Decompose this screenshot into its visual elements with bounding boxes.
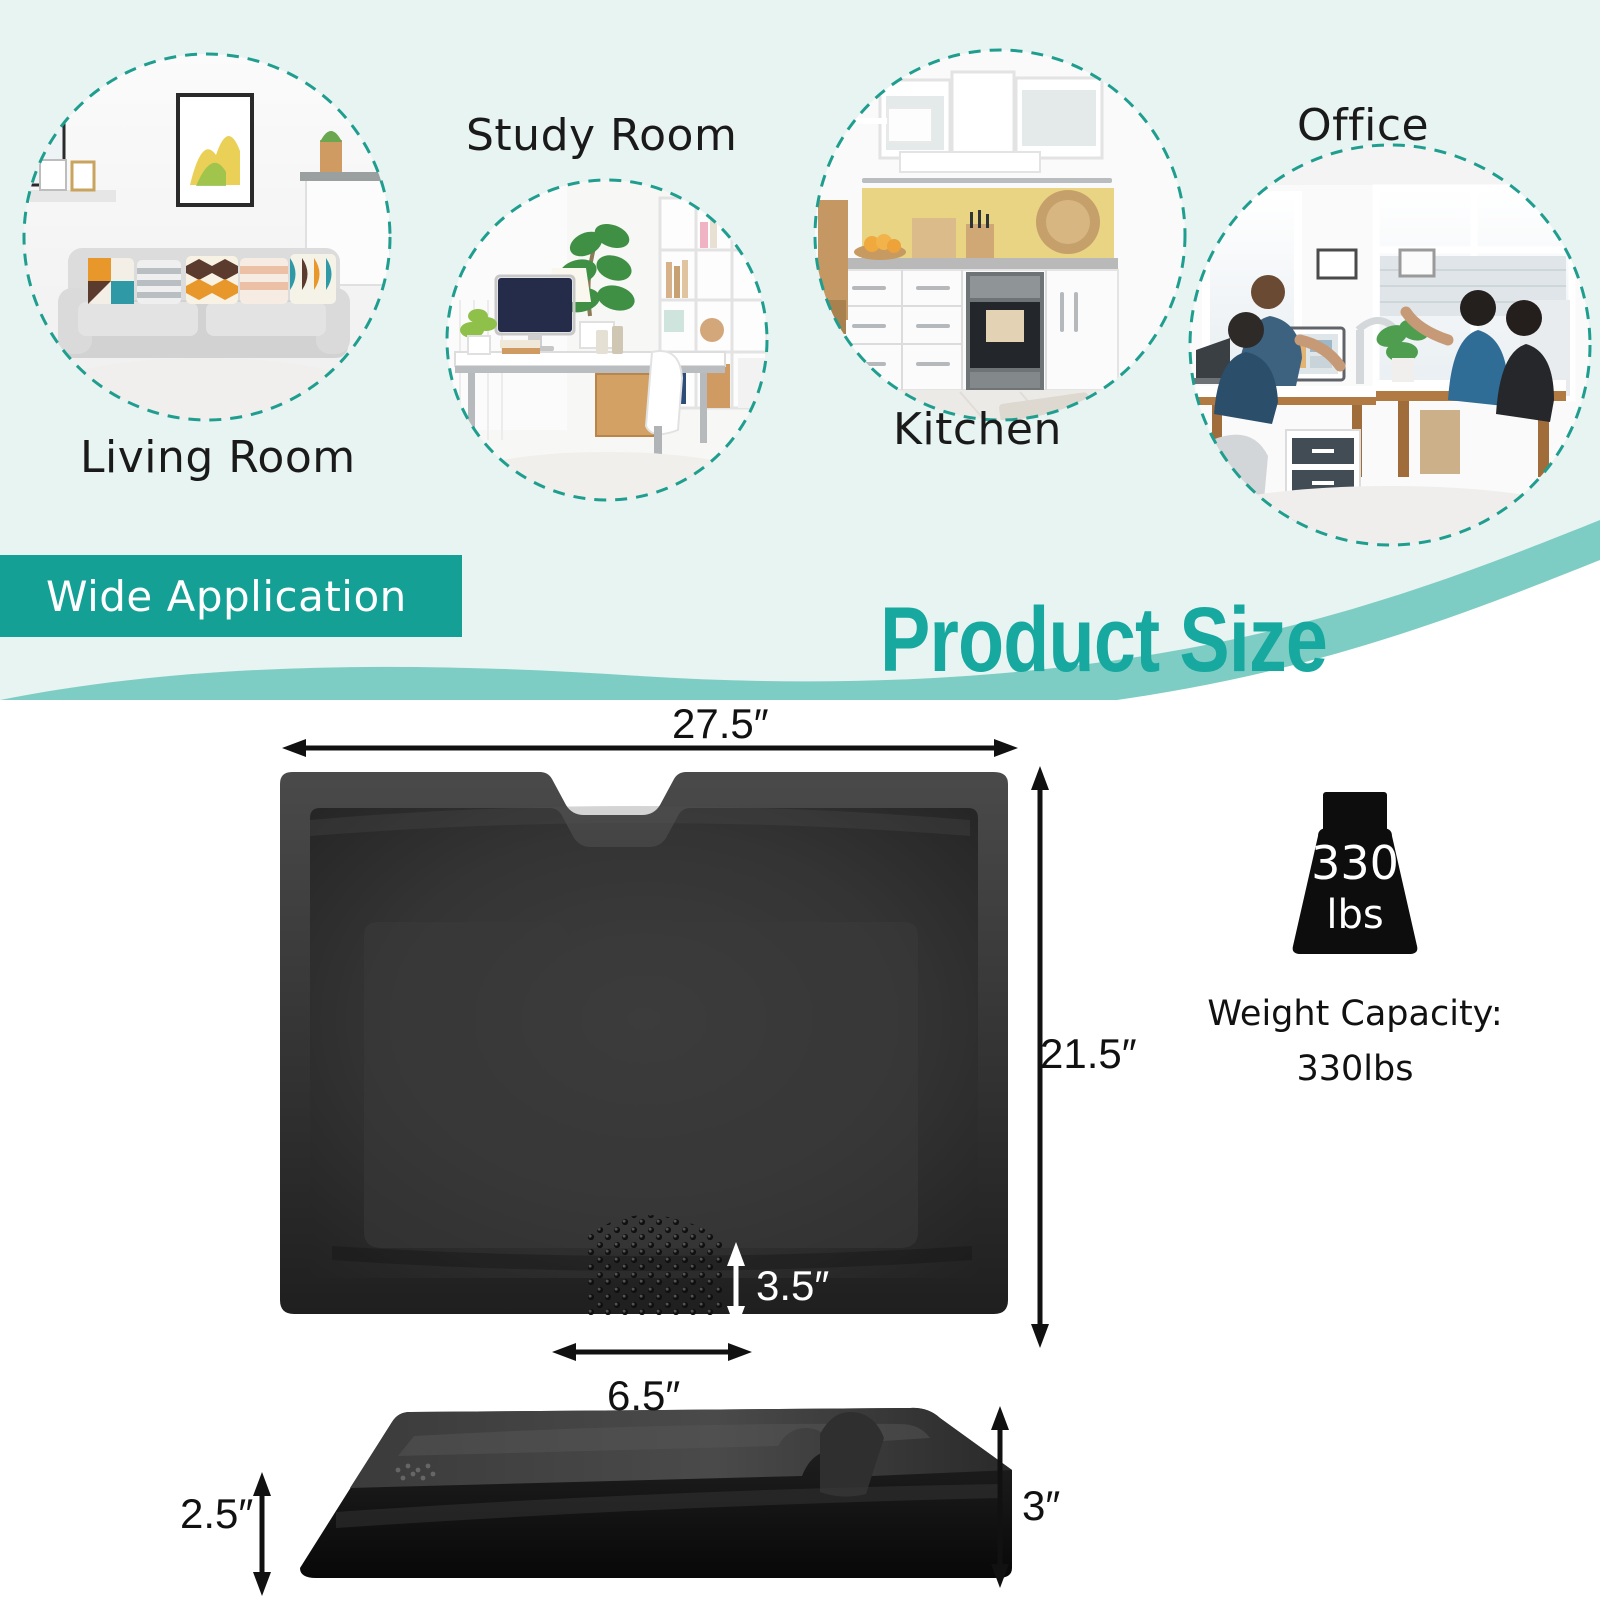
weight-capacity-caption-line2: 330lbs [1296,1048,1414,1089]
dimension-bump-height: 3.5″ [756,1262,830,1309]
wide-application-label: Wide Application [46,571,407,621]
kitchen-circle-border [813,48,1187,422]
scene-label-living-room: Living Room [80,432,356,483]
office-photo [1190,145,1590,545]
weight-badge-number: 330 [1311,836,1399,890]
wide-application-banner: Wide Application [0,555,462,637]
study-room-circle-border [445,178,769,502]
dimension-side-right-height: 3″ [1022,1482,1061,1529]
weight-badge-unit: lbs [1326,892,1384,938]
dimension-arrows [253,739,1049,1596]
office-circle-border [1188,143,1592,547]
kitchen-photo [815,50,1185,420]
dimension-bump-width: 6.5″ [607,1372,681,1419]
weight-capacity-caption-line1: Weight Capacity: [1207,994,1503,1034]
mat-side-view [300,1407,1012,1578]
living-room-circle-border [22,52,392,422]
dimension-height-right: 21.5″ [1040,1030,1137,1077]
top-panel-fill [0,0,1600,700]
dimension-width-top: 27.5″ [672,700,769,747]
scene-label-study-room: Study Room [466,110,738,161]
bump-height-arrow [727,1242,745,1330]
mat-top-view [280,772,1008,1316]
scene-label-office: Office [1297,100,1430,151]
dimension-side-left-height: 2.5″ [180,1490,254,1537]
study-room-photo [447,180,767,500]
weight-block-icon: 330 lbs [1260,790,1450,970]
wave-stripe [0,520,1600,700]
massage-bump-texture [586,1215,722,1316]
weight-capacity-block: 330 lbs Weight Capacity: 330lbs [1190,790,1520,1095]
product-size-diagram [253,739,1049,1596]
product-size-title: Product Size [880,589,1328,691]
top-panel-background [0,0,1600,700]
scene-label-kitchen: Kitchen [893,404,1062,455]
